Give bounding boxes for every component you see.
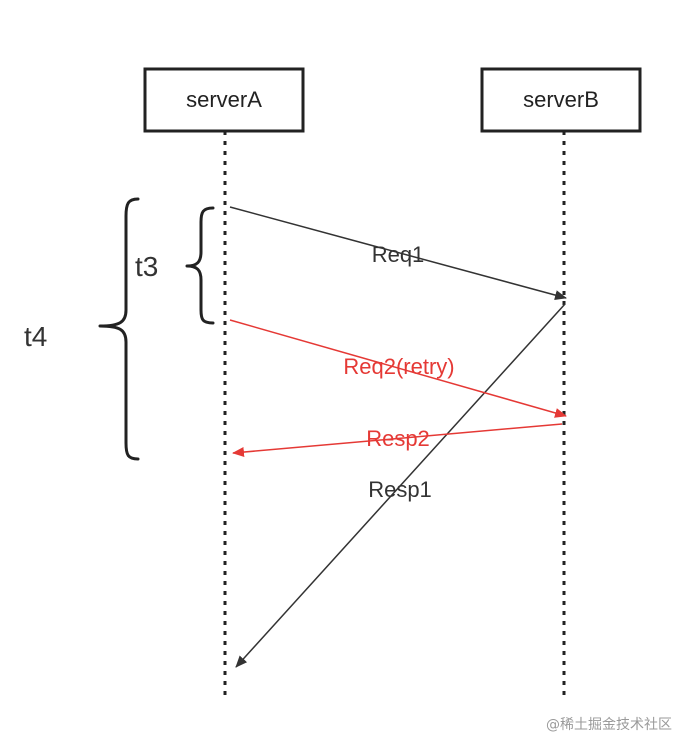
- watermark: @稀土掘金技术社区: [546, 717, 672, 733]
- t4-label: t4: [24, 321, 47, 352]
- req1-label: Req1: [372, 242, 425, 267]
- t3-label: t3: [135, 251, 158, 282]
- resp1-label: Resp1: [368, 477, 432, 502]
- resp2-label: Resp2: [366, 426, 430, 451]
- server-b-box: serverB: [480, 67, 642, 133]
- server-a-label: serverA: [186, 87, 262, 112]
- t3-brace: [185, 206, 215, 325]
- resp2-arrow: [232, 423, 563, 458]
- req1-arrow: [229, 206, 567, 300]
- server-b-label: serverB: [523, 87, 599, 112]
- req2-arrow: [229, 319, 567, 418]
- resp1-arrow: [235, 303, 566, 668]
- server-a-box: serverA: [143, 67, 305, 133]
- req2-label: Req2(retry): [343, 354, 454, 379]
- t4-brace: [98, 197, 140, 461]
